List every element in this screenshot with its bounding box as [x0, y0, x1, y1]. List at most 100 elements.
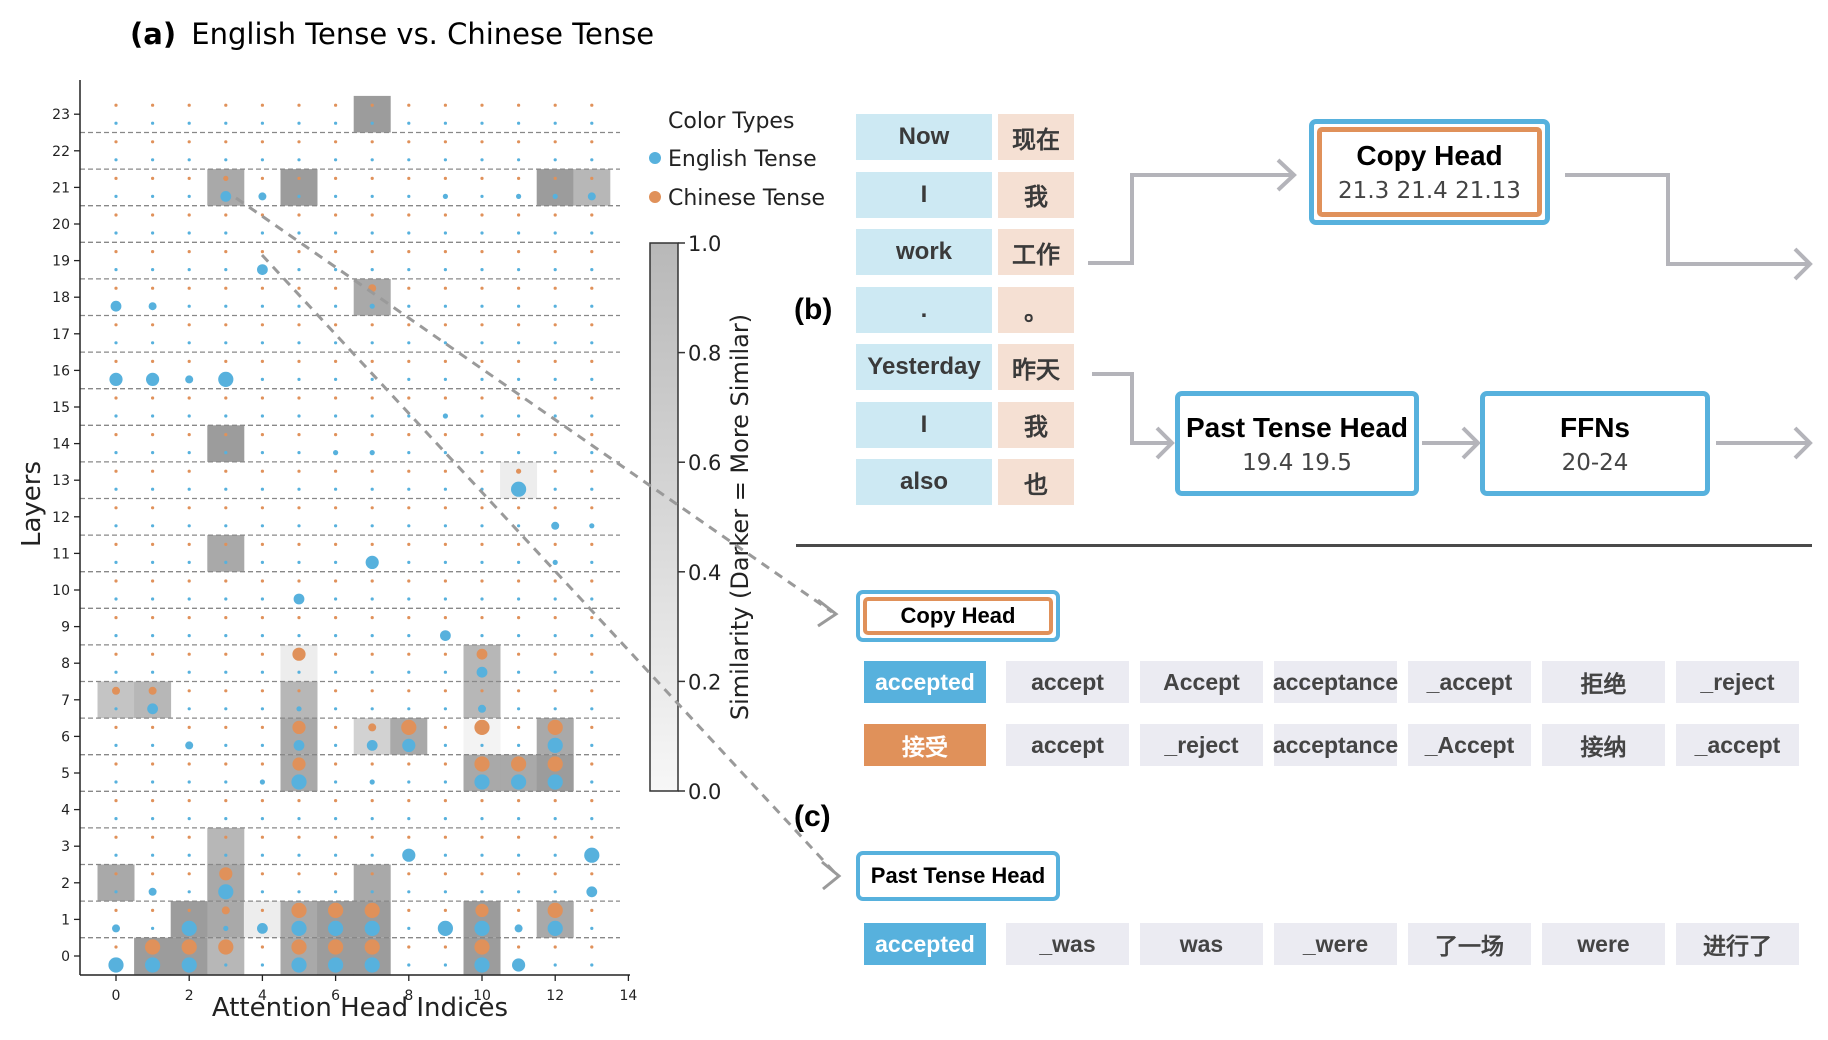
small-chinese-dot	[297, 140, 301, 144]
x-tick-label: 10	[473, 988, 491, 1004]
chinese-token: 也	[998, 459, 1074, 505]
small-english-dot	[334, 341, 338, 345]
english-tense-point	[146, 372, 160, 386]
small-chinese-dot	[224, 689, 228, 693]
small-chinese-dot	[553, 140, 557, 144]
small-chinese-dot	[187, 762, 191, 766]
small-chinese-dot	[370, 140, 374, 144]
english-token: I	[856, 171, 992, 218]
small-english-dot	[480, 560, 484, 565]
small-chinese-dot	[260, 103, 264, 107]
chart-title-prefix: (a)	[130, 17, 176, 51]
small-chinese-dot	[517, 579, 521, 583]
small-chinese-dot	[224, 652, 228, 656]
small-english-dot	[443, 377, 447, 381]
small-chinese-dot	[443, 872, 447, 876]
small-english-dot	[334, 158, 338, 162]
x-tick-label: 8	[404, 988, 413, 1004]
small-english-dot	[297, 194, 301, 198]
y-tick-label: 20	[52, 217, 70, 233]
small-chinese-dot	[443, 250, 447, 254]
colorbar-tick-label: 1.0	[688, 232, 721, 256]
similarity-cell	[207, 827, 245, 865]
small-chinese-dot	[114, 872, 118, 876]
small-chinese-dot	[590, 323, 594, 327]
small-english-dot	[517, 121, 521, 125]
small-chinese-dot	[553, 872, 557, 876]
small-chinese-dot	[151, 103, 155, 107]
small-english-dot	[187, 194, 191, 198]
small-english-dot	[553, 890, 557, 894]
past-tense-row-highlight-token: accepted	[864, 923, 986, 965]
past-tense-row-token: _was	[1006, 923, 1129, 965]
small-chinese-dot	[553, 396, 557, 400]
chinese-tense-point	[328, 902, 344, 919]
ffns-layers: 20-24	[1561, 449, 1629, 476]
small-english-dot	[370, 194, 374, 198]
small-chinese-dot	[334, 323, 338, 327]
small-chinese-dot	[114, 908, 118, 913]
small-chinese-dot	[480, 433, 484, 437]
small-english-dot	[407, 194, 411, 198]
small-english-dot	[407, 670, 411, 674]
english-tense-point	[474, 920, 490, 937]
english-tense-point	[510, 481, 527, 497]
small-chinese-dot	[480, 616, 484, 620]
small-marker-dots	[114, 103, 594, 967]
small-chinese-dot	[260, 286, 264, 290]
small-chinese-dot	[517, 140, 521, 144]
small-chinese-dot	[187, 579, 191, 583]
small-chinese-dot	[334, 652, 338, 656]
small-english-dot	[443, 743, 447, 748]
y-tick-label: 9	[61, 620, 70, 636]
small-english-dot	[114, 487, 118, 491]
small-english-dot	[187, 487, 191, 491]
small-english-dot	[407, 560, 411, 565]
small-english-dot	[297, 890, 301, 894]
small-chinese-dot	[260, 250, 264, 254]
y-tick-label: 19	[52, 254, 70, 270]
small-english-dot	[517, 560, 521, 565]
chinese-token: 现在	[998, 114, 1074, 160]
small-chinese-dot	[517, 103, 521, 107]
small-chinese-dot	[151, 652, 155, 656]
small-english-dot	[260, 121, 264, 125]
y-tick-label: 11	[52, 546, 70, 562]
chinese-tense-point	[547, 719, 563, 736]
english-tense-point	[552, 193, 558, 199]
small-chinese-dot	[480, 542, 484, 547]
small-chinese-dot	[260, 689, 264, 693]
small-english-dot	[224, 670, 228, 674]
english-tense-point	[586, 886, 598, 898]
small-english-dot	[260, 524, 264, 528]
small-chinese-dot	[407, 908, 411, 913]
small-chinese-dot	[553, 689, 557, 693]
small-chinese-dot	[151, 359, 155, 363]
english-tense-point	[147, 703, 159, 715]
colorbar-label: Similarity (Darker = More Similar)	[726, 314, 754, 720]
small-english-dot	[590, 377, 594, 381]
copy-head-row-2-token: acceptance	[1273, 724, 1398, 766]
small-english-dot	[407, 634, 411, 638]
small-english-dot	[407, 268, 411, 272]
small-chinese-dot	[370, 616, 374, 620]
past-tense-connector	[260, 253, 837, 875]
small-english-dot	[260, 634, 264, 638]
small-chinese-dot	[187, 689, 191, 693]
english-tense-point	[510, 774, 527, 790]
small-english-dot	[260, 341, 264, 345]
small-chinese-dot	[297, 872, 301, 876]
past-tense-row-token: was	[1140, 923, 1263, 965]
small-chinese-dot	[517, 542, 521, 547]
english-tense-point	[440, 630, 451, 641]
english-token: .	[856, 286, 992, 333]
small-english-dot	[151, 451, 155, 455]
small-english-dot	[443, 597, 447, 601]
small-english-dot	[590, 670, 594, 674]
english-tense-point	[589, 523, 595, 529]
small-english-dot	[407, 890, 411, 894]
small-chinese-dot	[553, 652, 557, 656]
y-tick-label: 2	[61, 876, 70, 892]
copy-head-connector	[235, 196, 833, 614]
small-english-dot	[151, 194, 155, 198]
